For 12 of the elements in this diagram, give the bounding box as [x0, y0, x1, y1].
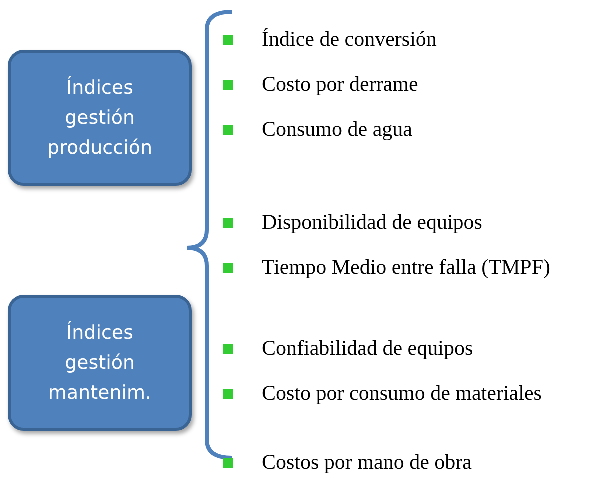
- list-item: Costo por consumo de materiales: [262, 381, 543, 405]
- rounded-box: [8, 295, 192, 431]
- list-item: Tiempo Medio entre falla (TMPF): [262, 255, 552, 279]
- list-item: Consumo de agua: [262, 117, 414, 141]
- list-item: Disponibilidad de equipos: [262, 210, 484, 234]
- list-item: Índice de conversión: [262, 27, 438, 51]
- rounded-box: [8, 50, 192, 186]
- list-item: Costo por derrame: [262, 72, 420, 96]
- box-label: Índices gestión mantenim.: [47, 320, 153, 406]
- list-item: Costos por mano de obra: [262, 450, 473, 474]
- box-label: Índices gestión producción: [46, 75, 154, 161]
- list-item: Confiabilidad de equipos: [262, 336, 474, 360]
